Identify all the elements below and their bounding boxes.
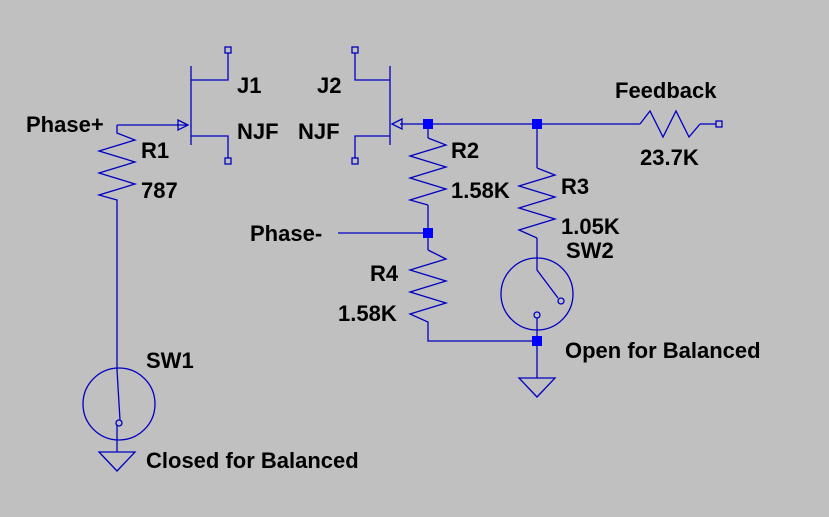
sw1-name-label: SW1 xyxy=(146,348,194,373)
sw1-contact-icon xyxy=(116,369,121,421)
r3-name-label: R3 xyxy=(561,174,589,199)
j2-name-label: J2 xyxy=(317,73,341,98)
feedback-label: Feedback xyxy=(615,78,717,103)
resistor-r3-icon xyxy=(516,167,558,239)
resistor-r2-icon xyxy=(407,137,449,206)
sw2-terminal-icon xyxy=(533,311,541,319)
j1-drain-lead xyxy=(191,53,229,81)
switch-sw1 xyxy=(82,367,156,441)
phase-plus-label: Phase+ xyxy=(26,112,104,137)
j2-drain-lead xyxy=(354,53,390,81)
j1-name-label: J1 xyxy=(237,73,261,98)
j2-gate-arrow-icon xyxy=(390,117,403,131)
r1-value-label: 787 xyxy=(141,178,178,203)
j1-type-label: NJF xyxy=(237,119,279,144)
j1-drain-pin xyxy=(224,46,232,54)
feedback-pin xyxy=(715,120,723,128)
r2-name-label: R2 xyxy=(451,138,479,163)
j1-source-pin xyxy=(224,157,232,165)
j1-gate-arrow-icon xyxy=(177,118,190,132)
wires xyxy=(116,123,716,452)
jfet-j2 xyxy=(351,46,403,165)
r4-name-label: R4 xyxy=(370,261,399,286)
phase-minus-label: Phase- xyxy=(250,221,322,246)
sw2-name-label: SW2 xyxy=(566,238,614,263)
j2-type-label: NJF xyxy=(298,119,340,144)
j2-drain-pin xyxy=(351,46,359,54)
r2-value-label: 1.58K xyxy=(451,178,510,203)
ground-sw1-icon xyxy=(97,451,137,472)
feedback-resistor-value-label: 23.7K xyxy=(640,145,699,170)
r4-value-label: 1.58K xyxy=(338,301,397,326)
j2-source-pin xyxy=(351,157,359,165)
sw2-contact-terminal-icon xyxy=(557,297,565,305)
sw2-contact-icon xyxy=(536,258,559,299)
resistor-r4-icon xyxy=(407,249,449,330)
r3-value-label: 1.05K xyxy=(561,214,620,239)
node-r3-top xyxy=(532,119,542,129)
sw1-body-icon xyxy=(82,367,156,441)
jfet-j1 xyxy=(177,46,232,165)
resistor-r1-icon xyxy=(96,125,138,205)
j1-source-lead xyxy=(191,135,229,158)
node-phase-minus xyxy=(423,228,433,238)
node-r2-top xyxy=(423,119,433,129)
switch-sw2 xyxy=(500,257,574,331)
resistor-feedback-icon xyxy=(639,109,701,139)
ground-sw2-icon xyxy=(517,377,557,398)
closed-for-balanced-label: Closed for Balanced xyxy=(146,448,359,473)
r1-name-label: R1 xyxy=(141,138,169,163)
wire-r4-to-sw2-node xyxy=(427,330,537,342)
j2-source-lead xyxy=(354,135,390,158)
open-for-balanced-label: Open for Balanced xyxy=(565,338,761,363)
node-sw2-bottom xyxy=(532,336,542,346)
sw1-terminal-icon xyxy=(115,419,123,427)
